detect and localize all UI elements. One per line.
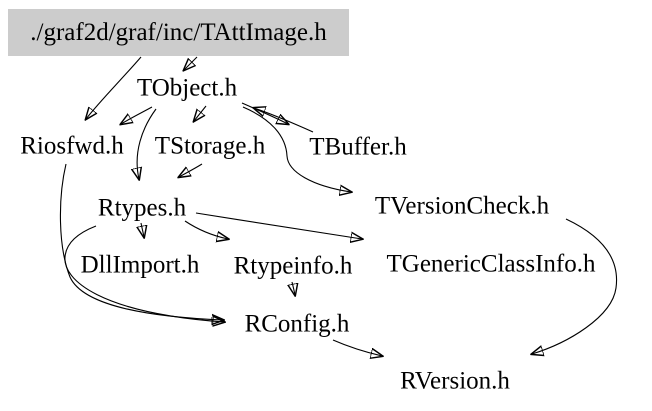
node-rversion[interactable]: RVersion.h — [400, 367, 510, 395]
node-tattimage-root: ./graf2d/graf/inc/TAttImage.h — [8, 9, 349, 56]
edge-TObject-to-TVersionCheck — [242, 106, 351, 192]
edge-TAttImage-to-TObject — [184, 56, 198, 70]
edge-Rtypes-to-RConfig — [64, 225, 224, 322]
node-rconfig[interactable]: RConfig.h — [244, 310, 350, 338]
edge-Rtypes-to-DllImport — [141, 222, 144, 237]
node-tobject[interactable]: TObject.h — [136, 74, 238, 102]
edge-Riosfwd-to-RConfig — [59, 163, 223, 320]
edge-TVersionCheck-to-RVersion — [532, 218, 618, 354]
edge-TObject-to-Riosfwd — [121, 106, 153, 124]
node-dllimport[interactable]: DllImport.h — [80, 251, 200, 279]
edge-RConfig-to-RVersion — [332, 339, 382, 356]
edge-TBuffer-to-TObject — [254, 108, 314, 133]
edge-TStorage-to-Rtypes — [179, 163, 203, 177]
node-rtypes[interactable]: Rtypes.h — [97, 194, 187, 222]
node-tstorage[interactable]: TStorage.h — [154, 132, 266, 160]
edge-Rtypes-to-TGenericClassInfo — [195, 212, 362, 239]
node-tgenericclassinfo[interactable]: TGenericClassInfo.h — [386, 250, 596, 278]
edge-TObject-to-Rtypes — [137, 108, 157, 179]
edge-TObject-to-TStorage — [194, 105, 207, 121]
node-tversioncheck[interactable]: TVersionCheck.h — [374, 192, 550, 220]
node-tbuffer[interactable]: TBuffer.h — [309, 133, 407, 161]
node-rtypeinfo[interactable]: Rtypeinfo.h — [233, 252, 353, 280]
edge-TAttImage-to-Riosfwd — [86, 56, 142, 119]
edge-Rtypeinfo-to-RConfig — [292, 281, 295, 295]
edge-Rtypes-to-Rtypeinfo — [184, 220, 228, 239]
node-riosfwd[interactable]: Riosfwd.h — [20, 132, 124, 160]
edge-TObject-to-TBuffer — [241, 102, 288, 124]
